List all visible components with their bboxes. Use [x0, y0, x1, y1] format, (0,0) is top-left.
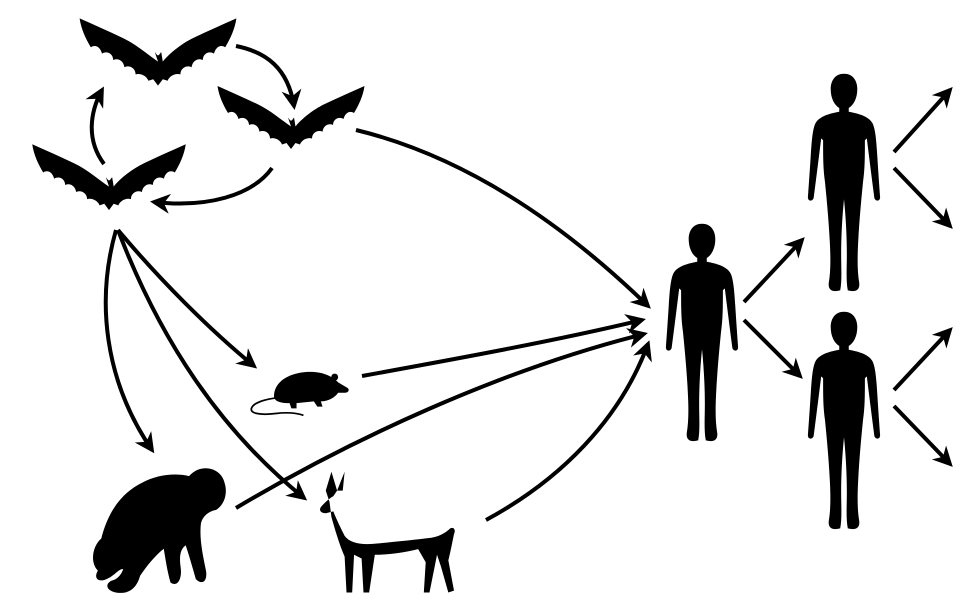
transmission-arrows [92, 46, 950, 520]
bat-icon [32, 144, 186, 210]
arrow-bat-to-rat [118, 230, 254, 366]
bat-icon [80, 18, 237, 85]
antelope-icon [320, 472, 455, 593]
arrow-bat-to-human [356, 130, 648, 306]
arrow-bat-to-antelope [118, 230, 304, 498]
human-icon [808, 74, 880, 291]
human-icon [666, 224, 738, 441]
human-icon [808, 312, 880, 529]
arrow-upper-human-spread-down [894, 168, 950, 226]
arrow-lower-human-spread-down [894, 406, 950, 464]
chimpanzee-icon [93, 468, 226, 593]
arrow-bat-top-to-bat-middle [236, 46, 294, 106]
arrow-antelope-to-human [486, 344, 648, 520]
arrow-bat-left-to-bat-top [92, 90, 104, 164]
arrow-lower-human-spread-up [894, 330, 950, 390]
arrow-bat-middle-to-bat-left [154, 168, 272, 204]
arrow-upper-human-spread-up [894, 90, 950, 152]
arrow-human-to-upper-human [744, 240, 802, 302]
rat-icon [251, 372, 348, 415]
arrow-human-to-lower-human [744, 320, 800, 376]
